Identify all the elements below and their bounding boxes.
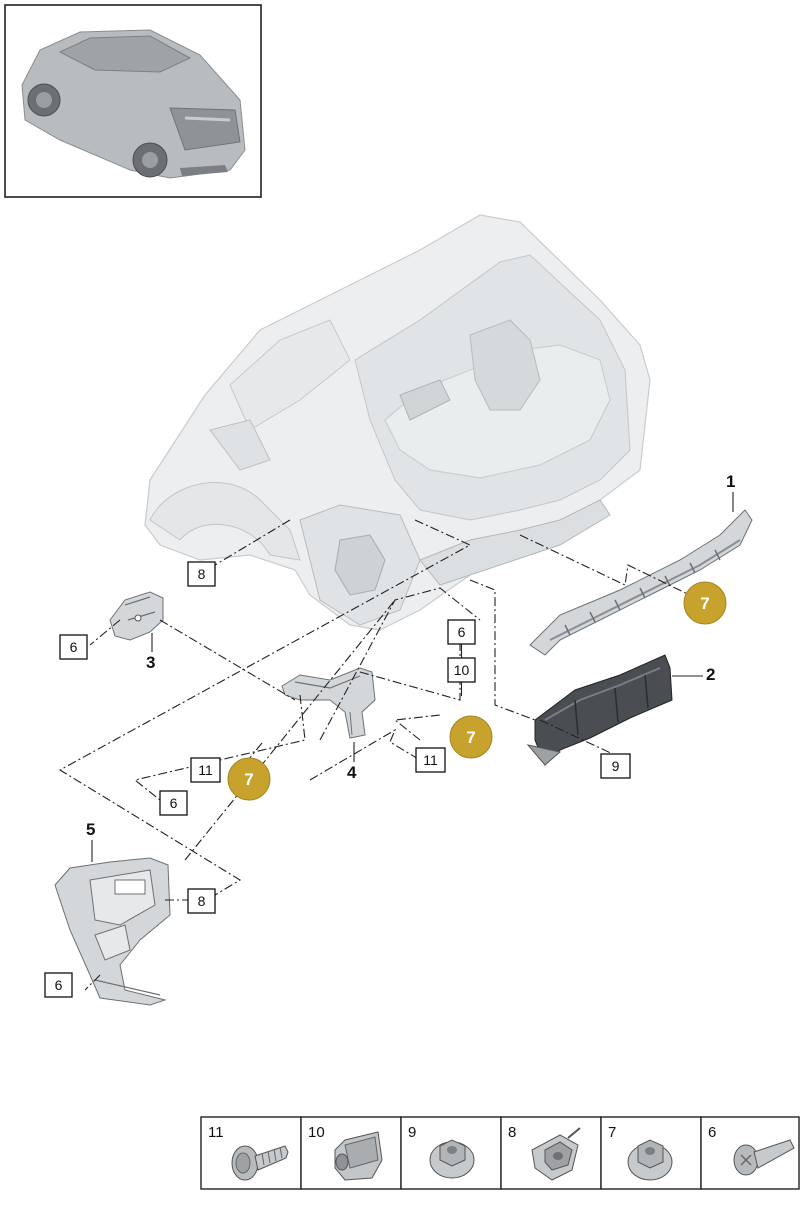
- svg-text:10: 10: [454, 662, 470, 678]
- expanding-clip-icon: [334, 1131, 383, 1181]
- part-3-small-bracket: [109, 591, 164, 641]
- badge-7-mid: 7: [449, 715, 493, 759]
- svg-text:6: 6: [70, 639, 78, 655]
- flange-nut-icon: [429, 1139, 475, 1179]
- svg-text:6: 6: [458, 624, 466, 640]
- legend-number-10: 10: [308, 1124, 325, 1141]
- callout-8-bottom: 8: [187, 888, 216, 914]
- callout-6-mid: 6: [447, 619, 476, 645]
- callout-10-mid: 10: [447, 657, 476, 683]
- rear-body-shell: [144, 214, 651, 631]
- spring-nut-icon: [531, 1127, 581, 1181]
- bolt-icon: [733, 1139, 795, 1176]
- callout-6-low: 6: [159, 790, 188, 816]
- part-number-3: 3: [146, 653, 155, 672]
- legend-number-8: 8: [508, 1124, 516, 1141]
- part-2-lower-cover: [526, 654, 673, 766]
- svg-text:6: 6: [55, 977, 63, 993]
- callout-8-top: 8: [187, 561, 216, 587]
- fastener-legend-table: 11 10 9 8 7 6: [200, 1116, 800, 1190]
- svg-text:11: 11: [423, 752, 438, 768]
- part-number-4: 4: [347, 763, 357, 782]
- legend-number-11: 11: [208, 1124, 224, 1141]
- legend-number-6: 6: [708, 1124, 716, 1141]
- svg-text:8: 8: [198, 566, 206, 582]
- part-number-2: 2: [706, 665, 715, 684]
- part-number-1: 1: [726, 472, 735, 491]
- svg-text:7: 7: [700, 594, 709, 613]
- vehicle-overview-thumbnail: [4, 4, 262, 198]
- callout-11-left: 11: [190, 757, 221, 783]
- badge-7-right: 7: [683, 581, 727, 625]
- part-5-large-bracket: [54, 857, 171, 1006]
- svg-text:8: 8: [198, 893, 206, 909]
- flange-nut-icon: [627, 1139, 673, 1181]
- suv-rear-view-illustration: [21, 29, 246, 179]
- part-number-5: 5: [86, 820, 95, 839]
- callout-11-right: 11: [415, 747, 446, 773]
- callout-6-left: 6: [59, 634, 88, 660]
- callout-9: 9: [600, 753, 631, 779]
- part-1-crossmember-bracket: [529, 509, 753, 656]
- svg-text:11: 11: [198, 762, 213, 778]
- screw-flange-icon: [231, 1145, 289, 1181]
- part-4-mounting-bracket: [281, 667, 376, 739]
- svg-text:9: 9: [612, 758, 620, 774]
- svg-text:6: 6: [170, 795, 178, 811]
- callout-6-bottom: 6: [44, 972, 73, 998]
- legend-number-7: 7: [608, 1124, 616, 1141]
- legend-number-9: 9: [408, 1124, 416, 1141]
- svg-text:7: 7: [244, 770, 253, 789]
- svg-text:7: 7: [466, 728, 475, 747]
- badge-7-left: 7: [227, 757, 271, 801]
